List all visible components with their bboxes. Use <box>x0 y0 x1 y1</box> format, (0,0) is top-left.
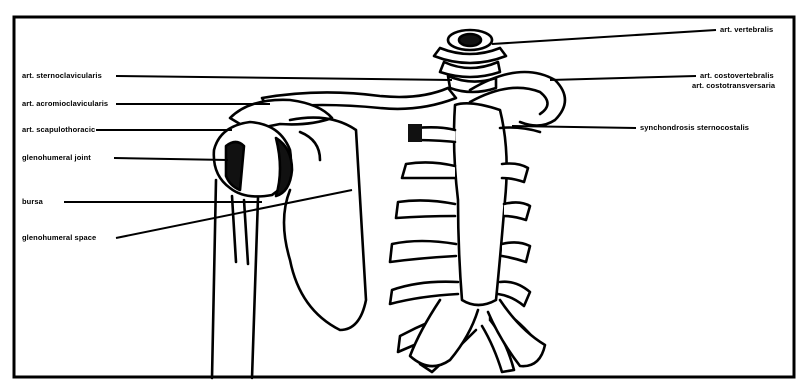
leader-synchondrosis <box>512 126 636 128</box>
glenohumeral-joint <box>226 142 244 190</box>
leader-art-vertebralis <box>492 30 716 44</box>
humerus-right-edge <box>252 198 258 378</box>
label-glenohumeral-joint: glenohumeral joint <box>22 154 91 162</box>
label-art-costovertebralis: art. costovertebralis <box>700 72 774 80</box>
diagram-border <box>14 17 794 377</box>
leader-art-sternoclavicularis <box>116 76 452 80</box>
label-glenohumeral-space: glenohumeral space <box>22 234 96 242</box>
sternum <box>454 103 507 305</box>
label-art-sternoclavicularis: art. sternoclavicularis <box>22 72 102 80</box>
costal-cartilage <box>410 300 478 366</box>
scapula <box>284 118 366 330</box>
label-art-acromioclavicularis: art. acromioclavicularis <box>22 100 108 108</box>
label-synchondrosis-sternocostalis: synchondrosis sternocostalis <box>640 124 749 132</box>
label-art-costotransversaria: art. costotransversaria <box>692 82 775 90</box>
humerus-left-edge <box>212 180 216 378</box>
label-art-scapulothoracic: art. scapulothoracic <box>22 126 95 134</box>
label-art-vertebralis: art. vertebralis <box>720 26 773 34</box>
leader-glenohumeral-joint <box>114 158 228 160</box>
leader-lines <box>64 30 716 238</box>
cervical-vertebrae <box>434 30 506 92</box>
label-bursa: bursa <box>22 198 43 206</box>
leader-art-costovertebralis <box>550 76 696 80</box>
